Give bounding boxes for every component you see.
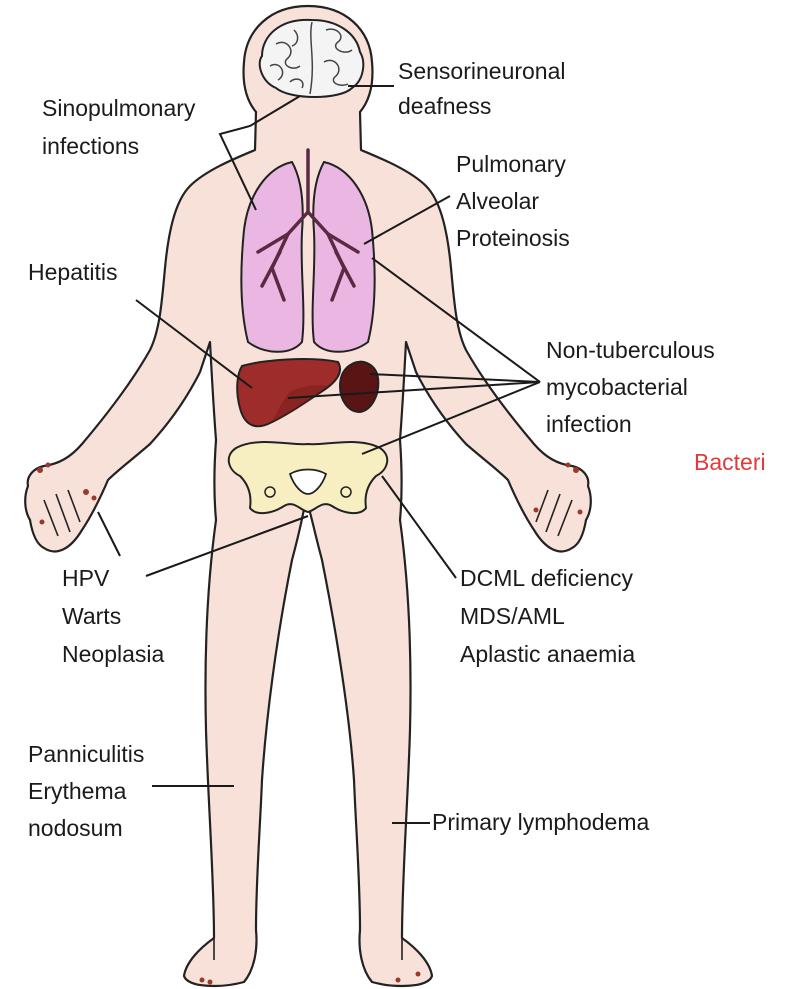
label-panniculitis: Panniculitis Erythema nodosum (28, 741, 151, 841)
label-hepatitis: Hepatitis (28, 259, 117, 285)
line-hpv-hand (98, 512, 120, 556)
spleen (340, 362, 378, 412)
label-hpv: HPV Warts Neoplasia (62, 565, 164, 667)
label-bacteri: Bacteri (694, 449, 766, 475)
skin-lesion-dots (37, 463, 583, 985)
label-non-tuberculous-mycobacterial: Non-tuberculous mycobacterial infection (546, 337, 721, 437)
brain (260, 20, 364, 97)
finger-lines (44, 490, 572, 960)
label-pulmonary-alveolar-proteinosis: Pulmonary Alveolar Proteinosis (456, 151, 572, 251)
label-dcml: DCML deficiency MDS/AML Aplastic anaemia (460, 565, 639, 667)
label-sensorineuronal: Sensorineuronal deafness (398, 58, 572, 119)
label-primary-lymphodema: Primary lymphodema (432, 809, 649, 835)
label-sinopulmonary: Sinopulmonary infections (42, 95, 202, 159)
